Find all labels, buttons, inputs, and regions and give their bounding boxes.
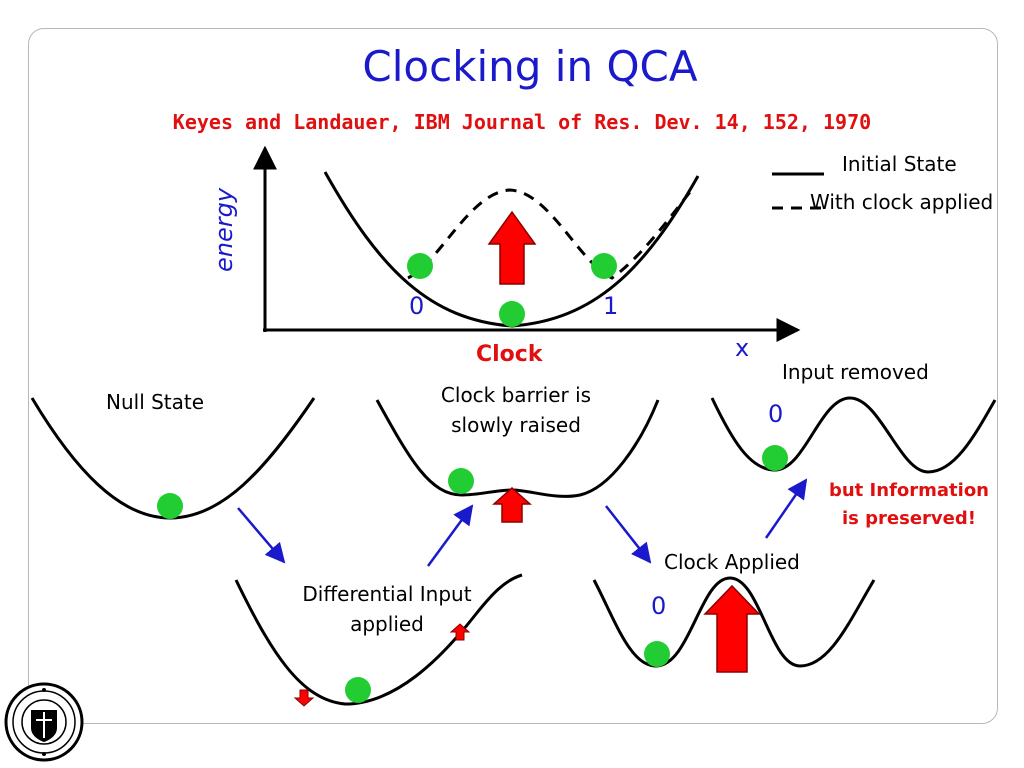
clock-applied-zero: 0 — [651, 592, 667, 620]
barrier-raised-arrow — [492, 486, 532, 523]
input-removed-zero: 0 — [768, 400, 784, 428]
clock-applied-curve — [407, 188, 692, 280]
clock-label: Clock — [476, 342, 543, 367]
flow-arrow-null-to-input — [237, 507, 286, 564]
reference-citation: Keyes and Landauer, IBM Journal of Res. … — [172, 110, 872, 134]
barrier-raised-ball — [448, 468, 474, 494]
up-arrow-small — [449, 623, 471, 641]
ball-left — [407, 253, 433, 279]
null-state-label: Null State — [106, 390, 205, 414]
legend-initial-state: Initial State — [842, 152, 957, 176]
input-removed-well — [710, 396, 997, 474]
clock-arrow-main — [487, 210, 537, 285]
flow-arrow-input-to-barrier — [426, 504, 474, 567]
energy-axis-label: energy — [210, 187, 239, 273]
input-removed-label: Input removed — [782, 360, 929, 384]
x-axis-label: x — [735, 334, 750, 362]
flow-arrow-barrier-to-clock — [605, 505, 652, 564]
down-arrow-small — [293, 689, 315, 707]
state-0-label: 0 — [409, 292, 425, 320]
state-1-label: 1 — [603, 292, 619, 320]
ball-center — [499, 301, 525, 327]
flow-arrow-clock-to-removed — [764, 478, 808, 539]
info-preserved-label-1: but Information — [828, 480, 989, 501]
null-state-ball — [157, 493, 183, 519]
slide-title: Clocking in QCA — [362, 42, 698, 91]
differential-input-label-1: Differential Input — [302, 582, 472, 606]
differential-input-ball — [345, 677, 371, 703]
differential-input-label-2: applied — [350, 612, 424, 636]
differential-input-well — [234, 573, 523, 706]
slide-frame — [28, 28, 998, 724]
ball-right — [591, 253, 617, 279]
clock-applied-arrow — [703, 584, 761, 673]
input-removed-ball — [762, 445, 788, 471]
clock-applied-ball — [644, 641, 670, 667]
info-preserved-label-2: is preserved! — [842, 508, 976, 529]
barrier-raised-label-2: slowly raised — [451, 413, 581, 437]
university-seal-icon — [4, 682, 84, 762]
clock-applied-well — [592, 576, 876, 668]
barrier-raised-label-1: Clock barrier is — [440, 383, 592, 407]
clock-applied-label: Clock Applied — [664, 550, 800, 574]
legend-with-clock: With clock applied — [810, 190, 994, 214]
